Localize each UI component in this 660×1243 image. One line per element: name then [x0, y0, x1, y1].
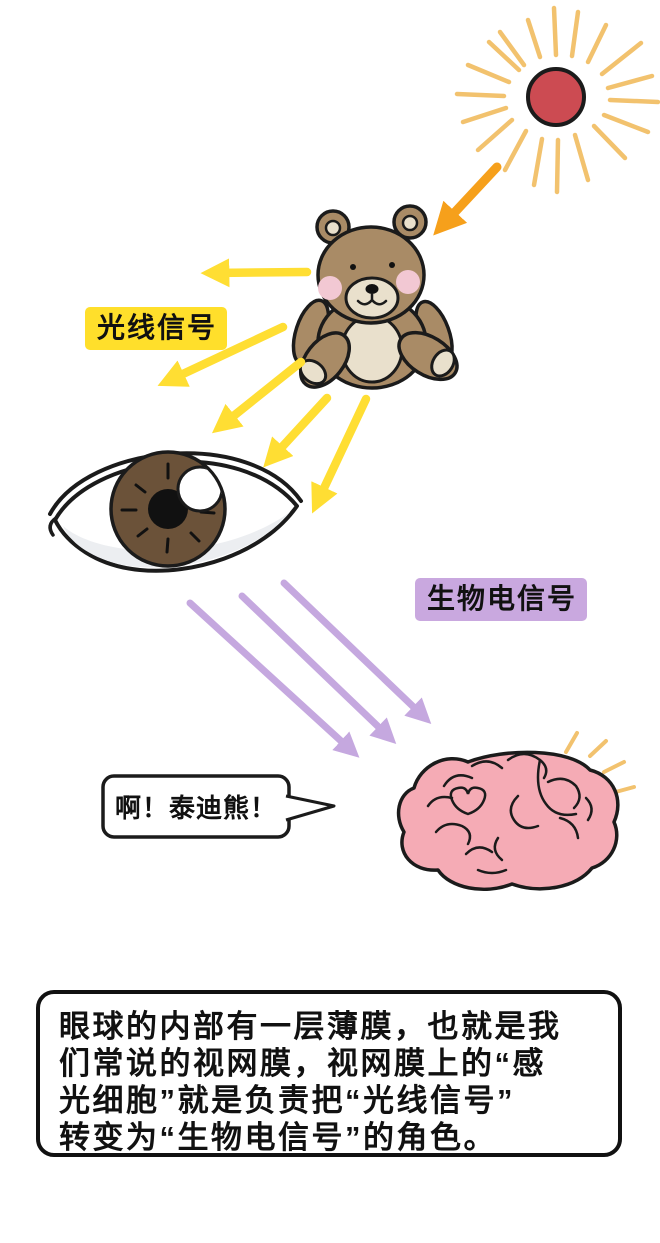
bio-signal-arrows	[186, 579, 432, 758]
brain-icon	[396, 731, 636, 891]
caption-box: 眼球的内部有一层薄膜，也就是我 们常说的视网膜，视网膜上的“感 光细胞”就是负责…	[36, 990, 622, 1157]
caption-line: 眼球的内部有一层薄膜，也就是我	[59, 1009, 562, 1044]
caption-line: 光细胞”就是负责把“光线信号”	[59, 1083, 515, 1118]
caption-line: 们常说的视网膜，视网膜上的“感	[59, 1046, 546, 1081]
sun-icon	[454, 5, 660, 195]
speech-bubble-text: 啊！泰迪熊！	[114, 793, 277, 823]
eye-icon	[48, 450, 303, 573]
bio-signal-label: 生物电信号	[415, 578, 588, 621]
sunlight-arrow	[433, 162, 502, 236]
light-signal-label: 光线信号	[85, 307, 228, 350]
caption-line: 转变为“生物电信号”的角色。	[59, 1120, 497, 1155]
speech-bubble	[101, 774, 336, 839]
teddy-bear-icon	[291, 204, 459, 390]
light-signal-arrows	[157, 258, 371, 514]
